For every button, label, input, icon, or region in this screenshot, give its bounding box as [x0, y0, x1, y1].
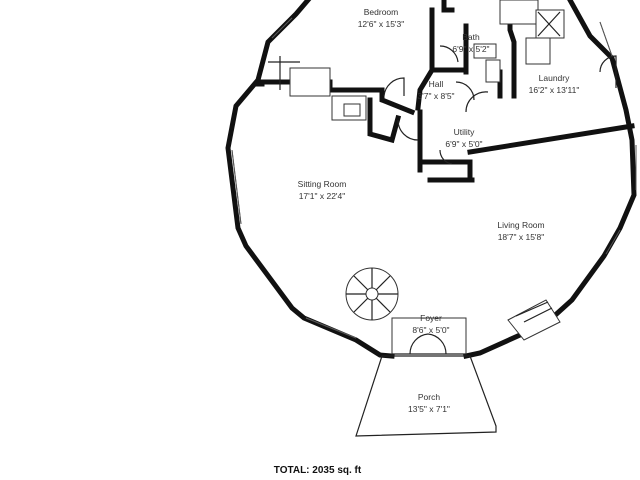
- door-swings: [383, 45, 617, 165]
- room-label-laundry: Laundry 16'2" x 13'11": [529, 73, 580, 95]
- room-dims: 18'7" x 15'8": [498, 232, 545, 242]
- room-dims: 12'6" x 15'3": [358, 19, 405, 29]
- room-name: Utility: [454, 127, 476, 137]
- room-name: Foyer: [420, 313, 442, 323]
- room-name: Porch: [418, 392, 440, 402]
- room-name: Bath: [462, 32, 480, 42]
- room-label-utility: Utility 6'9" x 5'0": [445, 127, 482, 149]
- room-name: Sitting Room: [298, 179, 347, 189]
- room-label-sitting-room: Sitting Room 17'1" x 22'4": [298, 179, 347, 201]
- room-name: Hall: [429, 79, 444, 89]
- room-name: Living Room: [497, 220, 544, 230]
- room-dims: 6'9" x 5'0": [445, 139, 482, 149]
- windows: [231, 17, 637, 339]
- room-label-foyer: Foyer 8'6" x 5'0": [412, 313, 449, 335]
- spiral-staircase: [345, 267, 399, 321]
- total-area: TOTAL: 2035 sq. ft: [0, 465, 640, 476]
- room-name: Bedroom: [364, 7, 399, 17]
- room-label-hall: Hall 3'7" x 8'5": [417, 79, 454, 101]
- room-dims: 8'6" x 5'0": [412, 325, 449, 335]
- room-dims: 17'1" x 22'4": [299, 191, 346, 201]
- room-dims: 3'7" x 8'5": [417, 91, 454, 101]
- fixtures: [268, 0, 565, 437]
- room-label-porch: Porch 13'5" x 7'1": [408, 392, 450, 414]
- room-dims: 13'5" x 7'1": [408, 404, 450, 414]
- room-label-living-room: Living Room 18'7" x 15'8": [497, 220, 544, 242]
- room-label-bedroom: Bedroom 12'6" x 15'3": [358, 7, 405, 29]
- total-area-label: TOTAL: 2035 sq. ft: [273, 465, 362, 476]
- room-label-bath: Bath 6'9" x 5'2": [452, 32, 489, 54]
- room-dims: 6'9" x 5'2": [452, 44, 489, 54]
- room-dims: 16'2" x 13'11": [529, 85, 580, 95]
- room-name: Laundry: [539, 73, 570, 83]
